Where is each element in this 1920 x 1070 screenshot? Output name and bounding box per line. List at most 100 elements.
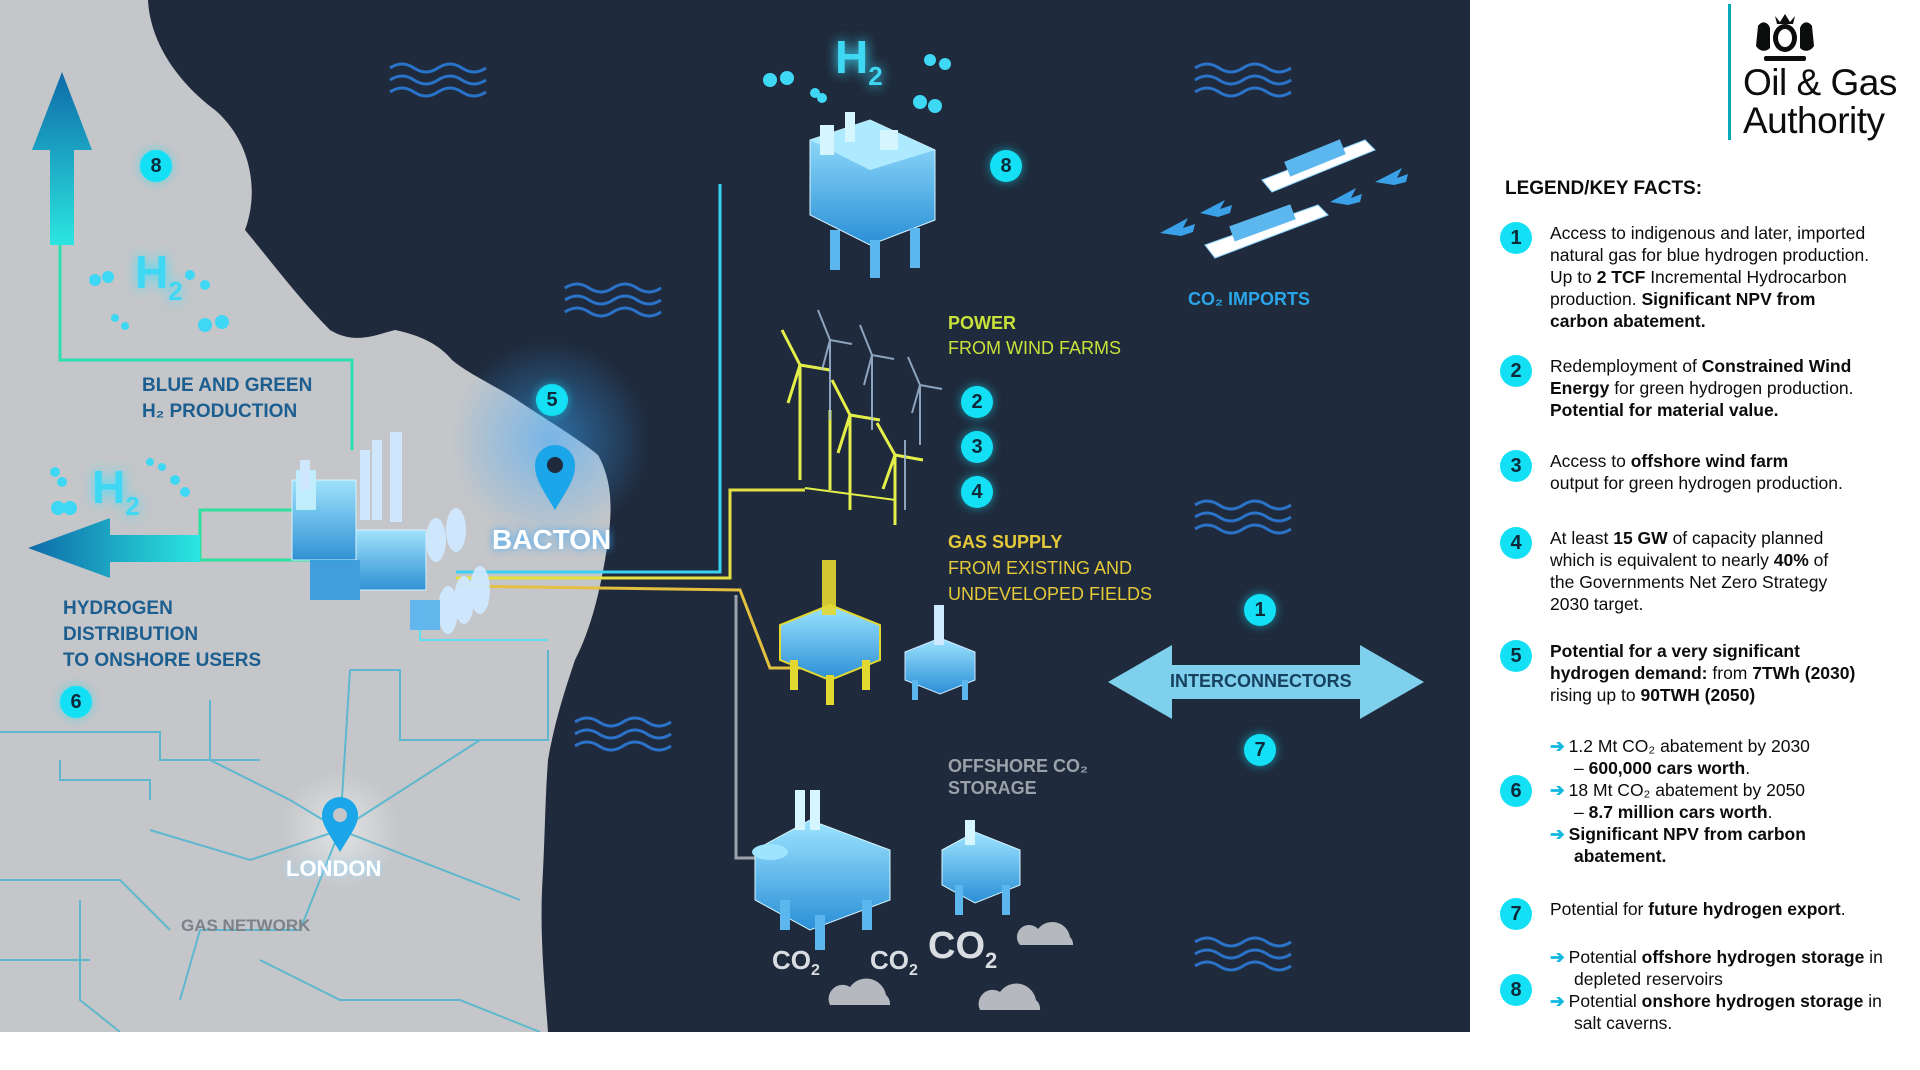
- legend-title: LEGEND/KEY FACTS:: [1505, 178, 1703, 199]
- logo-wordmark: Oil & Gas Authority: [1743, 62, 1897, 141]
- legend-line: ➔Potential offshore hydrogen storage in: [1550, 946, 1920, 968]
- legend-text-run: from: [1707, 663, 1753, 683]
- legend-line: the Governments Net Zero Strategy: [1550, 571, 1920, 593]
- co2-import-ships: [1204, 139, 1376, 259]
- legend-line: Energy for green hydrogen production.: [1550, 377, 1920, 399]
- badge-8-onshore: 8: [140, 150, 172, 182]
- sea-waves: [389, 62, 1292, 972]
- label-hydrogen-distribution: HYDROGEN DISTRIBUTION TO ONSHORE USERS: [63, 598, 262, 671]
- label-bacton: BACTON: [492, 524, 612, 555]
- legend-bold-text: Constrained Wind: [1701, 356, 1852, 376]
- legend-text-run: Potential: [1568, 947, 1642, 967]
- legend-bold-text: offshore hydrogen storage: [1641, 947, 1865, 967]
- legend-badge: 1: [1500, 222, 1532, 254]
- legend-panel: [1470, 0, 1920, 1070]
- legend-bold-text: Potential for material value.: [1550, 400, 1779, 420]
- label-from-existing-fields: FROM EXISTING AND UNDEVELOPED FIELDS: [948, 558, 1153, 604]
- legend-badge: 8: [1500, 974, 1532, 1006]
- badge-5: 5: [536, 384, 568, 416]
- ship-direction-arrows: [1160, 168, 1408, 236]
- legend-text-run: Up to: [1550, 267, 1597, 287]
- legend-line: At least 15 GW of capacity planned: [1550, 527, 1920, 549]
- legend-text-run: in: [1863, 991, 1882, 1011]
- interconnectors-arrow: [1108, 645, 1424, 719]
- legend-text: Potential for future hydrogen export.: [1550, 898, 1920, 920]
- legend-text-run: Access to indigenous and later, imported: [1550, 223, 1866, 243]
- legend-bold-text: 90TWH (2050): [1640, 685, 1756, 705]
- legend-text-run: salt caverns.: [1574, 1013, 1673, 1033]
- co2-label-3: CO2: [928, 925, 998, 973]
- legend-line: – 600,000 cars worth.: [1550, 757, 1920, 779]
- legend-text-run: of: [1808, 550, 1829, 570]
- legend-line: – 8.7 million cars worth.: [1550, 801, 1920, 823]
- legend-text-run: in: [1864, 947, 1883, 967]
- legend-text-run: Potential for: [1550, 899, 1649, 919]
- h2-label-top: H2: [835, 31, 883, 91]
- co2-label-1: CO2: [772, 945, 820, 979]
- label-london: LONDON: [286, 856, 382, 881]
- legend-line: ➔18 Mt CO₂ abatement by 2050: [1550, 779, 1920, 801]
- legend-bold-text: Significant NPV from carbon: [1568, 824, 1806, 844]
- legend-line: output for green hydrogen production.: [1550, 472, 1920, 494]
- legend-text-run: for green hydrogen production.: [1609, 378, 1854, 398]
- legend-text-run: Access to: [1550, 451, 1631, 471]
- logo-accent-bar: [1728, 4, 1731, 140]
- label-interconnectors: INTERCONNECTORS: [1170, 671, 1352, 691]
- legend-text-run: of capacity planned: [1667, 528, 1824, 548]
- export-up-arrow: [32, 72, 92, 245]
- legend-text-run: Potential: [1568, 991, 1642, 1011]
- legend-line: Redemployment of Constrained Wind: [1550, 355, 1920, 377]
- london-pin-icon: [322, 797, 358, 852]
- legend-bold-text: 7TWh (2030): [1752, 663, 1856, 683]
- legend-text-run: Incremental Hydrocarbon: [1645, 267, 1847, 287]
- co2-clouds: [828, 921, 1074, 1010]
- legend-line: which is equivalent to nearly 40% of: [1550, 549, 1920, 571]
- co2-storage-platform-large: [752, 790, 891, 950]
- legend-line: salt caverns.: [1550, 1012, 1920, 1034]
- arrow-right-icon: ➔: [1550, 824, 1565, 844]
- legend-line: hydrogen demand: from 7TWh (2030): [1550, 662, 1920, 684]
- legend-text-run: rising up to: [1550, 685, 1641, 705]
- legend-bold-text: hydrogen demand:: [1550, 663, 1708, 683]
- royal-crest-icon: [1756, 14, 1814, 61]
- badge-4: 4: [961, 476, 993, 508]
- legend-text-run: .: [1840, 899, 1846, 919]
- legend-text: ➔1.2 Mt CO₂ abatement by 2030– 600,000 c…: [1550, 735, 1920, 867]
- legend-badge: 5: [1500, 640, 1532, 672]
- gas-platform-small: [904, 605, 976, 700]
- legend-line: Up to 2 TCF Incremental Hydrocarbon: [1550, 266, 1920, 288]
- legend-line: Potential for future hydrogen export.: [1550, 898, 1920, 920]
- legend-badge: 3: [1500, 450, 1532, 482]
- legend-bold-text: 600,000 cars worth: [1588, 758, 1746, 778]
- offshore-hydrogen-platform: [809, 112, 936, 278]
- legend-badge: 7: [1500, 898, 1532, 930]
- legend-line: production. Significant NPV from: [1550, 288, 1920, 310]
- legend-text-run: At least: [1550, 528, 1614, 548]
- gas-network-lines: [0, 650, 549, 1032]
- legend-line: Access to indigenous and later, imported: [1550, 222, 1920, 244]
- arrow-right-icon: ➔: [1550, 991, 1565, 1011]
- label-power: POWER: [948, 313, 1017, 333]
- label-co2-imports: CO₂ IMPORTS: [1188, 289, 1311, 309]
- legend-bold-text: carbon abatement.: [1550, 311, 1706, 331]
- legend-text-run: .: [1745, 758, 1751, 778]
- legend-bold-text: future hydrogen export: [1648, 899, 1841, 919]
- label-gas-network: GAS NETWORK: [181, 916, 311, 935]
- hydrogen-molecules: [50, 54, 951, 515]
- badge-2: 2: [961, 386, 993, 418]
- legend-bold-text: 8.7 million cars worth: [1588, 802, 1768, 822]
- co2-storage-platform-small: [941, 820, 1021, 915]
- legend-text-run: the Governments Net Zero Strategy: [1550, 572, 1828, 592]
- co2-label-2: CO2: [870, 945, 918, 979]
- legend-badge: 6: [1500, 775, 1532, 807]
- legend-line: Access to offshore wind farm: [1550, 450, 1920, 472]
- legend-text-run: –: [1574, 802, 1589, 822]
- legend-text-run: 1.2 Mt CO₂ abatement by 2030: [1568, 736, 1810, 756]
- legend-text-run: production.: [1550, 289, 1642, 309]
- oga-logo: Oil & Gas Authority: [1728, 4, 1918, 144]
- legend-text-run: which is equivalent to nearly: [1550, 550, 1774, 570]
- label-h2-production: H₂ PRODUCTION: [142, 401, 298, 422]
- label-offshore-co2-storage: OFFSHORE CO₂ STORAGE: [948, 756, 1089, 798]
